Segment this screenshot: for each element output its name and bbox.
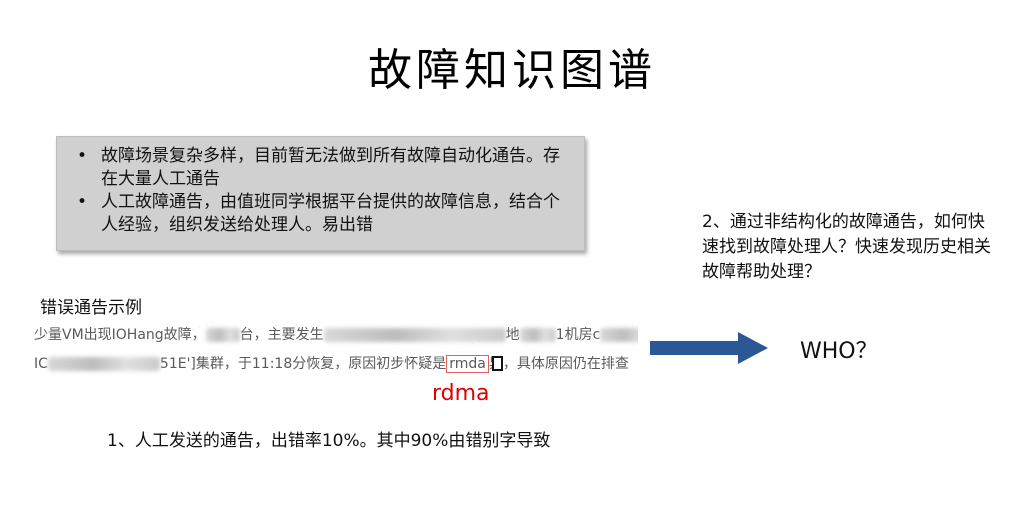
redacted-block xyxy=(205,328,240,342)
example-label: 错误通告示例 xyxy=(40,298,142,318)
redacted-block xyxy=(47,357,160,371)
bullet-item: • 人工故障通告，由值班同学根据平台提供的故障信息，结合个人经验，组织发送给处理… xyxy=(77,191,574,237)
correction-label: rdma xyxy=(432,381,490,406)
text-cursor-icon xyxy=(492,356,503,371)
who-label: WHO？ xyxy=(800,339,878,364)
page-title: 故障知识图谱 xyxy=(368,45,656,96)
redacted-block xyxy=(519,328,556,342)
sample-text: 少量VM出现IOHang故障， xyxy=(34,327,206,343)
side-question: 2、通过非结构化的故障通告，如何快速找到故障处理人？快速发现历史相关故障帮助处理… xyxy=(702,212,991,282)
bullet-item: • 故障场景复杂多样，目前暂无法做到所有故障自动化通告。存在大量人工通告 xyxy=(77,145,574,191)
bullet-dot: • xyxy=(77,146,88,166)
sample-text: 51E']集群，于11:18分恢复，原因初步怀疑是 xyxy=(159,356,447,372)
sample-text: 1机房c xyxy=(555,327,601,343)
right-arrow-icon xyxy=(650,332,768,364)
error-notice-sample: · · · · · · · · · · 少量VM出现IOHang故障，台，主要发… xyxy=(34,315,638,381)
sample-line-2: IC51E']集群，于11:18分恢复，原因初步怀疑是rmda异，具体原因仍在排… xyxy=(34,353,629,373)
redacted-block xyxy=(600,328,638,342)
problem-summary-box: • 故障场景复杂多样，目前暂无法做到所有故障自动化通告。存在大量人工通告 • 人… xyxy=(56,136,585,251)
problem-bullet-list: • 故障场景复杂多样，目前暂无法做到所有故障自动化通告。存在大量人工通告 • 人… xyxy=(57,137,584,237)
bullet-dot: • xyxy=(77,192,88,212)
sample-line-1: 少量VM出现IOHang故障， 台，主要发生 地 1机房c xyxy=(34,324,638,344)
error-rate-note: 1、人工发送的通告，出错率10%。其中90%由错别字导致 xyxy=(107,431,551,451)
sample-text: 地 xyxy=(505,327,520,343)
sample-text: ，具体原因仍在排查 xyxy=(502,356,629,372)
redacted-block xyxy=(323,328,506,342)
bullet-text: 故障场景复杂多样，目前暂无法做到所有故障自动化通告。存在大量人工通告 xyxy=(101,146,560,189)
typo-highlight: rmda xyxy=(446,355,489,373)
sample-text: 台，主要发生 xyxy=(239,327,324,343)
sample-text: IC xyxy=(34,356,48,372)
bullet-text: 人工故障通告，由值班同学根据平台提供的故障信息，结合个人经验，组织发送给处理人。… xyxy=(101,192,560,235)
